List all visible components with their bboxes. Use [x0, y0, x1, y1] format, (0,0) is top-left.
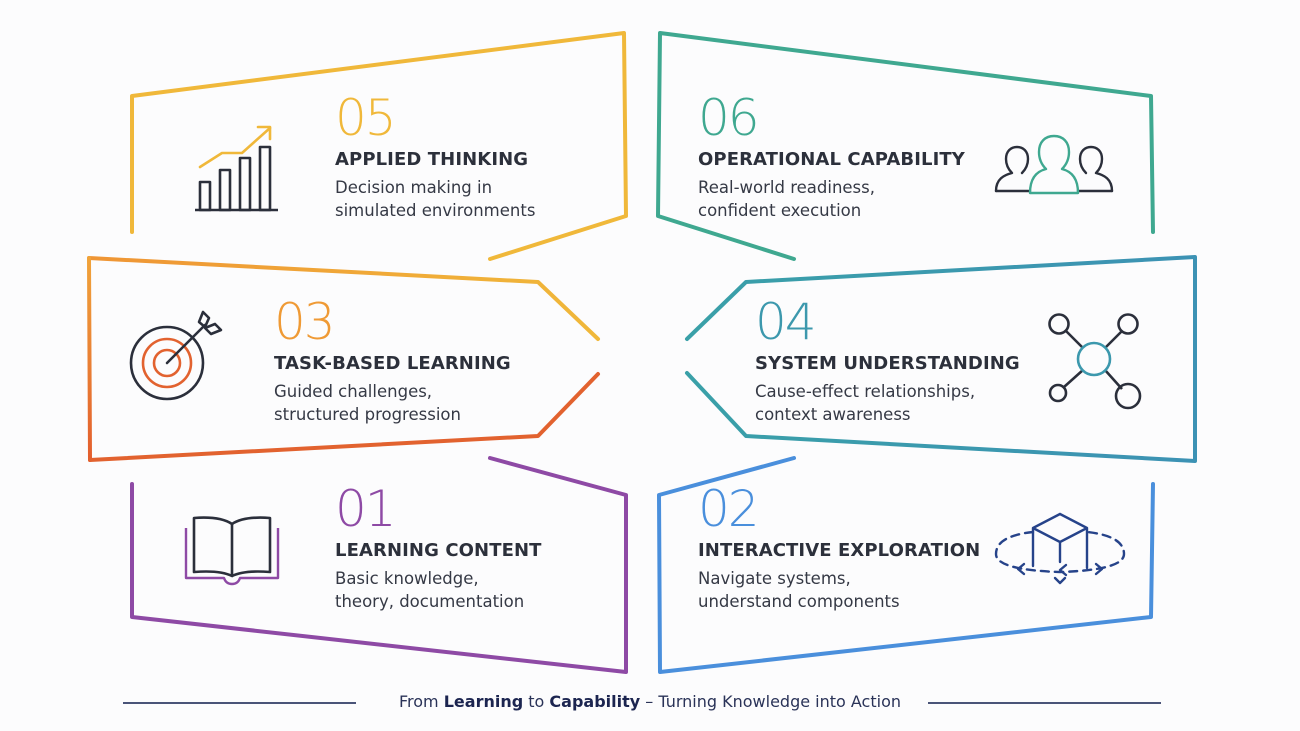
footer-rule-left	[123, 702, 356, 704]
stage-01: 01 LEARNING CONTENT Basic knowledge, the…	[335, 484, 542, 613]
stage-number: 04	[755, 293, 817, 351]
frame-stage-03-left	[87, 256, 92, 462]
growth-chart-icon	[195, 125, 278, 212]
frame-stage-05	[130, 31, 628, 261]
frame-stage-03-top	[87, 256, 600, 341]
stage-description: Guided challenges, structured progressio…	[274, 382, 461, 424]
frame-stage-06	[656, 31, 1155, 261]
stage-number: 03	[274, 293, 336, 351]
footer-bold-learning: Learning	[443, 692, 524, 711]
stage-title: TASK-BASED LEARNING	[274, 353, 511, 374]
stage-04: 04 SYSTEM UNDERSTANDING Cause-effect rel…	[755, 297, 1020, 426]
footer-suffix: – Turning Knowledge into Action	[640, 692, 901, 711]
frame-stage-01	[130, 456, 628, 674]
footer-bold-capability: Capability	[549, 692, 641, 711]
frame-stage-03-bottom	[88, 372, 600, 462]
open-book-icon	[184, 516, 280, 586]
frame-stage-02	[657, 456, 1155, 674]
stage-description: Decision making in simulated environment…	[335, 178, 536, 220]
stage-number: 06	[698, 89, 760, 147]
footer-middle: to	[523, 692, 550, 711]
stage-description: Cause-effect relationships, context awar…	[755, 382, 976, 424]
stage-title: INTERACTIVE EXPLORATION	[698, 540, 981, 561]
stage-number: 02	[698, 480, 760, 538]
footer-prefix: From	[398, 692, 444, 711]
stage-06: 06 OPERATIONAL CAPABILITY Real-world rea…	[698, 93, 965, 222]
team-people-icon	[994, 134, 1114, 195]
stage-title: OPERATIONAL CAPABILITY	[698, 149, 965, 170]
stage-03: 03 TASK-BASED LEARNING Guided challenges…	[274, 297, 511, 426]
network-nodes-icon	[1048, 313, 1142, 410]
footer-text: From Learning to Capability – Turning Kn…	[0, 692, 1300, 711]
stage-description: Basic knowledge, theory, documentation	[335, 569, 525, 611]
frame-stage-04	[685, 255, 1197, 463]
stage-description: Real-world readiness, confident executio…	[698, 178, 875, 220]
rotate-cube-icon	[994, 512, 1126, 585]
stage-description: Navigate systems, understand components	[698, 569, 900, 611]
stage-title: SYSTEM UNDERSTANDING	[755, 353, 1020, 374]
target-arrow-icon	[129, 310, 223, 401]
stage-number: 01	[335, 480, 397, 538]
stage-title: LEARNING CONTENT	[335, 540, 542, 561]
stage-02: 02 INTERACTIVE EXPLORATION Navigate syst…	[698, 484, 980, 613]
footer-rule-right	[928, 702, 1161, 704]
stage-number: 05	[335, 89, 397, 147]
stage-title: APPLIED THINKING	[335, 149, 529, 170]
stage-05: 05 APPLIED THINKING Decision making in s…	[335, 93, 535, 222]
footer-tagline: From Learning to Capability – Turning Kn…	[0, 690, 1300, 716]
